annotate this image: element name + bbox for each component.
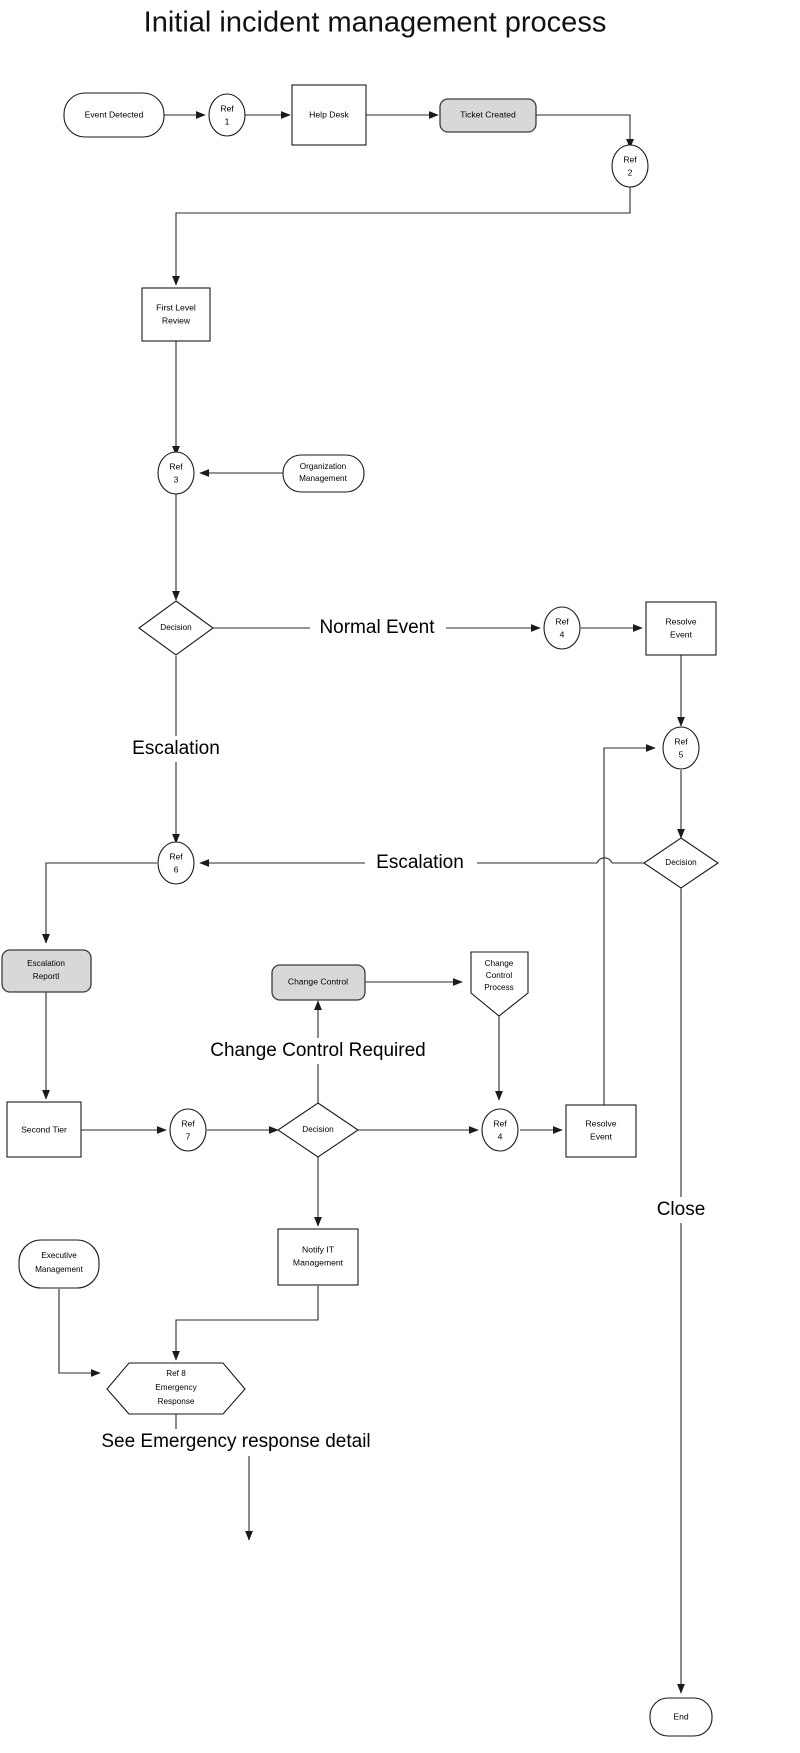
node-decision-1-label: Decision: [160, 623, 192, 632]
node-executive-management[interactable]: Executive Management: [18, 1239, 100, 1289]
node-ref-1-label-top: Ref: [220, 103, 234, 113]
node-ref-7[interactable]: Ref 7: [169, 1108, 207, 1152]
page-title: Initial incident management process: [144, 7, 607, 39]
node-notify-it-label-1: Notify IT: [302, 1244, 335, 1254]
node-help-desk-label: Help Desk: [309, 109, 349, 119]
node-ref-8-label-3: Response: [158, 1397, 195, 1406]
node-decision-3[interactable]: Decision: [277, 1102, 359, 1158]
node-first-level-review[interactable]: First Level Review: [141, 287, 211, 342]
node-ref-7-label-top: Ref: [181, 1118, 195, 1128]
node-first-level-review-label-2: Review: [162, 315, 191, 325]
node-ref-7-label-num: 7: [186, 1131, 191, 1141]
node-resolve-event-upper-label-2: Event: [670, 629, 693, 639]
label-bg-see-emergency-detail: [88, 1429, 384, 1455]
node-resolve-event-lower[interactable]: Resolve Event: [565, 1104, 637, 1158]
node-ref-8-emergency-response[interactable]: Ref 8 Emergency Response: [106, 1362, 246, 1415]
node-ref-5-label-top: Ref: [674, 736, 688, 746]
edge-label-close: Close: [657, 1199, 706, 1220]
edge-ref6-to-escalation-report: [42, 862, 157, 944]
node-organization-management[interactable]: Organization Management: [282, 454, 365, 493]
node-escalation-report-label-1: Escalation: [27, 959, 65, 968]
node-ref-6-label-top: Ref: [169, 851, 183, 861]
node-resolve-event-lower-label-1: Resolve: [585, 1118, 616, 1128]
node-ref-4-upper-label-num: 4: [560, 629, 565, 639]
node-ticket-created[interactable]: Ticket Created: [439, 98, 537, 133]
label-bg-escalation-mid: [365, 850, 477, 876]
label-bg-change-control-required: [200, 1038, 438, 1064]
node-decision-1[interactable]: Decision: [138, 600, 214, 656]
node-ref-2-label-top: Ref: [623, 154, 637, 164]
node-ref-3-label-num: 3: [174, 474, 179, 484]
edge-ref2-to-first-level-review: [172, 184, 631, 286]
node-ref-2-label-num: 2: [628, 167, 633, 177]
node-change-control[interactable]: Change Control: [271, 964, 366, 1001]
node-ref-3[interactable]: Ref 3: [157, 451, 195, 495]
edge-resolve-b-to-ref5: [603, 744, 656, 1105]
edge-label-layer: Normal Event Escalation Escalation Chang…: [88, 615, 714, 1455]
edge-label-normal-event: Normal Event: [319, 617, 435, 638]
node-event-detected[interactable]: Event Detected: [63, 92, 165, 138]
label-bg-normal-event: [310, 615, 446, 641]
node-decision-2[interactable]: Decision: [643, 837, 719, 889]
node-change-control-label: Change Control: [288, 976, 348, 986]
node-ref-8-label-1: Ref 8: [166, 1369, 186, 1378]
node-event-detected-label: Event Detected: [85, 109, 144, 119]
node-escalation-report[interactable]: Escalation Reportl: [1, 949, 92, 993]
node-ref-5-label-num: 5: [679, 749, 684, 759]
node-org-mgmt-label-2: Management: [299, 474, 348, 483]
node-end-label: End: [673, 1711, 689, 1721]
edge-label-escalation-mid: Escalation: [376, 852, 464, 873]
node-exec-mgmt-label-2: Management: [35, 1265, 84, 1274]
node-ref-5[interactable]: Ref 5: [662, 726, 700, 770]
node-resolve-event-upper[interactable]: Resolve Event: [645, 601, 717, 656]
node-ref-4-lower-label-num: 4: [498, 1131, 503, 1141]
node-ccp-label-1: Change: [485, 959, 514, 968]
node-decision-3-label: Decision: [302, 1125, 334, 1134]
node-org-mgmt-label-1: Organization: [300, 462, 347, 471]
node-resolve-event-upper-label-1: Resolve: [665, 616, 696, 626]
node-ticket-created-label: Ticket Created: [460, 109, 516, 119]
label-bg-close: [648, 1197, 714, 1223]
edge-label-escalation-left: Escalation: [132, 738, 220, 759]
node-ref-1-label-num: 1: [225, 116, 230, 126]
node-ref-3-label-top: Ref: [169, 461, 183, 471]
node-help-desk[interactable]: Help Desk: [291, 84, 367, 146]
node-second-tier[interactable]: Second Tier: [6, 1101, 82, 1158]
node-ccp-label-2: Control: [486, 971, 513, 980]
node-first-level-review-label-1: First Level: [156, 302, 196, 312]
node-ref-6-label-num: 6: [174, 864, 179, 874]
node-ref-4-upper-label-top: Ref: [555, 616, 569, 626]
node-ref-2[interactable]: Ref 2: [611, 144, 649, 188]
label-bg-escalation-left: [120, 736, 234, 762]
node-notify-it-label-2: Management: [293, 1257, 344, 1267]
node-ref-4-lower-label-top: Ref: [493, 1118, 507, 1128]
node-end[interactable]: End: [649, 1697, 713, 1737]
node-second-tier-label: Second Tier: [21, 1124, 67, 1134]
node-ref-8-label-2: Emergency: [155, 1383, 197, 1392]
edge-exec-mgmt-to-ref8: [58, 1289, 101, 1377]
node-decision-2-label: Decision: [665, 858, 697, 867]
edge-notify-it-to-ref8: [172, 1286, 319, 1361]
edge-ticket-to-ref2: [536, 114, 634, 149]
node-ref-1[interactable]: Ref 1: [208, 93, 246, 137]
node-exec-mgmt-label-1: Executive: [41, 1251, 77, 1260]
node-ref-4-upper[interactable]: Ref 4: [543, 606, 581, 650]
edge-label-see-emergency-detail: See Emergency response detail: [101, 1431, 370, 1452]
edge-layer: [42, 111, 685, 1694]
node-notify-it-management[interactable]: Notify IT Management: [277, 1228, 359, 1286]
node-escalation-report-label-2: Reportl: [33, 972, 60, 981]
node-ref-6[interactable]: Ref 6: [157, 841, 195, 885]
node-change-control-process[interactable]: Change Control Process: [470, 951, 529, 1017]
node-resolve-event-lower-label-2: Event: [590, 1131, 613, 1141]
node-ref-4-lower[interactable]: Ref 4: [481, 1108, 519, 1152]
edge-label-change-control-required: Change Control Required: [210, 1040, 425, 1061]
node-ccp-label-3: Process: [484, 983, 514, 992]
